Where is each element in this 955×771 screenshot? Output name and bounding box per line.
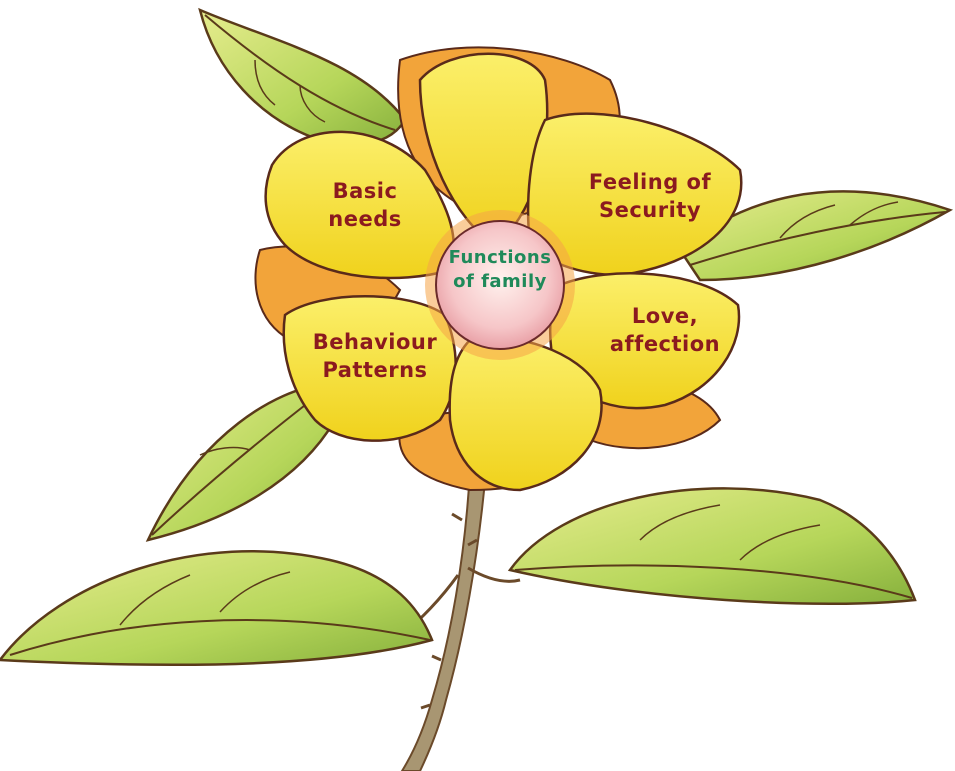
petal-label-basic-needs: Basic needs xyxy=(300,177,430,233)
leaf-bottom-left xyxy=(0,551,432,665)
petal-label-behaviour: Behaviour Patterns xyxy=(300,328,450,384)
leaf-top-left xyxy=(200,10,405,145)
petal-label-love: Love, affection xyxy=(595,302,735,358)
center-label: Functions of family xyxy=(435,246,565,294)
leaf-bottom-right xyxy=(510,488,915,603)
petal-label-security: Feeling of Security xyxy=(570,168,730,224)
